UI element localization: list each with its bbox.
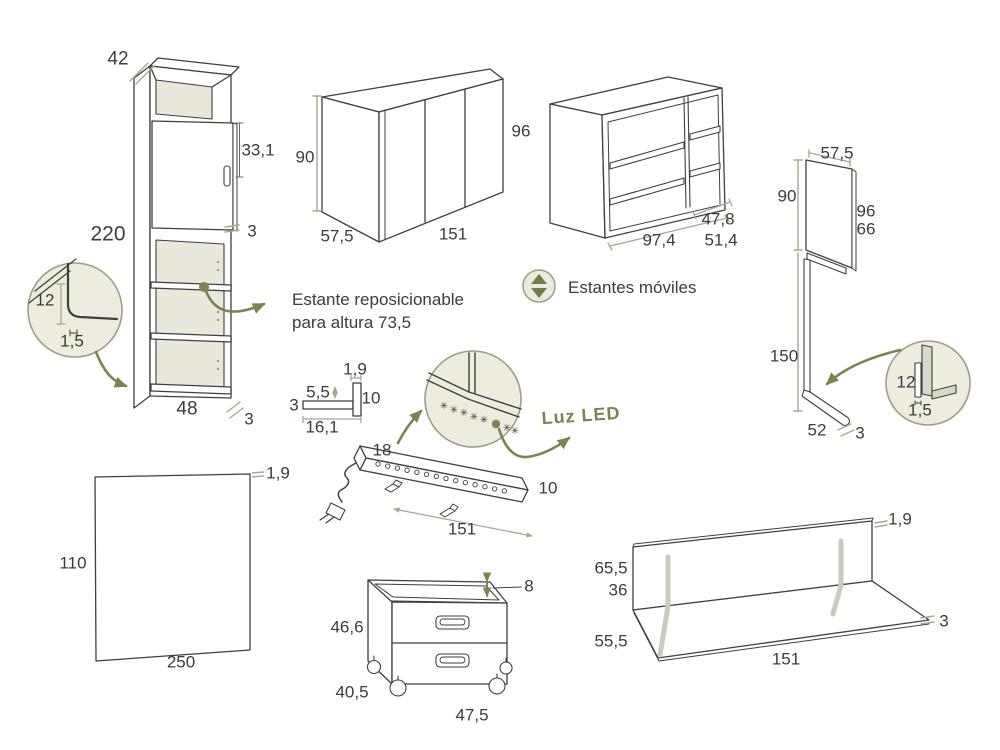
dim-panel-groove-width: 1,5 (908, 400, 932, 420)
dim-panel-top-width: 57,5 (820, 143, 854, 163)
tall-cabinet-drawing (27, 57, 266, 419)
dim-drawer-depth: 40,5 (335, 682, 369, 702)
side-panel-leg-drawing (793, 149, 971, 437)
svg-text:✳: ✳ (440, 401, 448, 412)
arrow-detail-to-cabinet (94, 350, 128, 388)
dim-wallshelf-depth: 55,5 (594, 631, 628, 651)
arrow-bar-to-detail (396, 409, 423, 445)
drawer-unit-drawing (366, 572, 522, 697)
dim-panel-height-b: 66 (856, 219, 876, 239)
dim-wallshelf-panel-thick: 1,9 (888, 509, 912, 529)
svg-text:✳: ✳ (511, 426, 519, 437)
dim-panel-leg-height: 150 (769, 346, 799, 366)
dim-backpanel-width: 250 (166, 652, 196, 672)
dim-3door-front-height: 90 (295, 147, 315, 167)
dim-wallshelf-width: 151 (771, 649, 801, 669)
mounting-clip-icon (384, 479, 403, 493)
arrow-to-luz-led (497, 427, 571, 459)
mounting-clip-icon (439, 503, 459, 518)
dim-shelving-depth: 47,8 (701, 209, 735, 229)
dim-panel-foot-thick: 3 (855, 423, 865, 443)
shelf-note-line1: Estante reposicionable (292, 290, 465, 309)
power-plug-icon (325, 502, 346, 521)
dim-tall-side-thick: 3 (244, 409, 254, 429)
dim-drawer-width: 47,5 (455, 705, 489, 725)
dim-backpanel-thick: 1,9 (266, 463, 290, 483)
dim-bracket-height: 10 (361, 388, 381, 408)
dim-3door-total-height: 96 (511, 121, 531, 141)
dim-tall-groove-depth: 12 (35, 290, 55, 310)
dim-backpanel-height: 110 (59, 553, 87, 573)
dim-3door-width: 151 (438, 224, 468, 244)
dim-shelving-right-width: 51,4 (704, 230, 738, 250)
dim-drawer-rim: 8 (524, 576, 534, 596)
dim-tall-height: 220 (90, 222, 126, 246)
bracket-profile-drawing (302, 375, 362, 423)
svg-text:✳: ✳ (480, 415, 488, 426)
arrow-down-icon (531, 288, 547, 298)
dim-tall-bottom-width: 48 (176, 398, 198, 420)
dim-tall-top-width: 42 (107, 48, 129, 70)
dim-tall-door: 33,1 (241, 140, 275, 160)
dim-3door-depth: 57,5 (320, 226, 354, 246)
dim-tall-groove-width: 1,5 (60, 331, 84, 351)
three-door-cabinet-drawing (312, 68, 504, 243)
open-shelving-drawing (549, 76, 733, 251)
svg-text:✳: ✳ (470, 412, 478, 423)
dim-bracket-bar-thick: 3 (289, 395, 299, 415)
dim-bracket-top-thick: 1,9 (343, 359, 367, 379)
dim-tall-shelf-thick: 3 (247, 221, 257, 241)
dim-wallshelf-back-height: 36 (608, 580, 628, 600)
corner-detail-circle-left (27, 262, 123, 358)
dim-bracket-length: 16,1 (305, 417, 339, 437)
shelf-brackets (657, 538, 844, 658)
shelf-note-line2: para altura 73,5 (292, 313, 412, 332)
repositionable-shelf-dot (199, 282, 209, 292)
caster-wheels (366, 655, 513, 697)
movable-shelves-icon (522, 269, 556, 303)
movable-shelves-label: Estantes móviles (568, 278, 697, 297)
led-bar-drawing (319, 350, 571, 538)
dim-wallshelf-shelf-thick: 3 (939, 611, 949, 631)
dim-shelving-left-width: 97,4 (642, 230, 676, 250)
power-cord (337, 462, 357, 503)
svg-text:✳: ✳ (450, 405, 458, 416)
dim-bracket-offset: 5,5 (306, 382, 330, 402)
svg-text:✳: ✳ (460, 408, 468, 419)
dim-panel-height: 90 (777, 186, 797, 206)
arrow-up-icon (531, 274, 547, 284)
dim-drawer-height: 46,6 (330, 617, 364, 637)
led-stars: ✳ ✳ ✳ ✳ ✳ ✳ ✳ (440, 401, 519, 437)
arrow-to-shelf-note (204, 289, 266, 314)
dim-panel-height-a: 96 (856, 201, 876, 221)
led-dot (491, 419, 501, 429)
wall-shelf-drawing (632, 517, 935, 662)
dim-led-end-width: 18 (372, 440, 392, 460)
dim-panel-groove-depth: 12 (896, 372, 916, 392)
back-panel-drawing (94, 471, 265, 662)
svg-text:✳: ✳ (503, 423, 511, 434)
arrow-detail-to-leg (825, 348, 902, 386)
dim-panel-foot-length: 52 (807, 420, 827, 440)
dim-led-length: 151 (447, 519, 477, 539)
dim-wallshelf-total-height: 65,5 (594, 558, 628, 578)
dim-led-bar-height: 10 (538, 478, 558, 498)
